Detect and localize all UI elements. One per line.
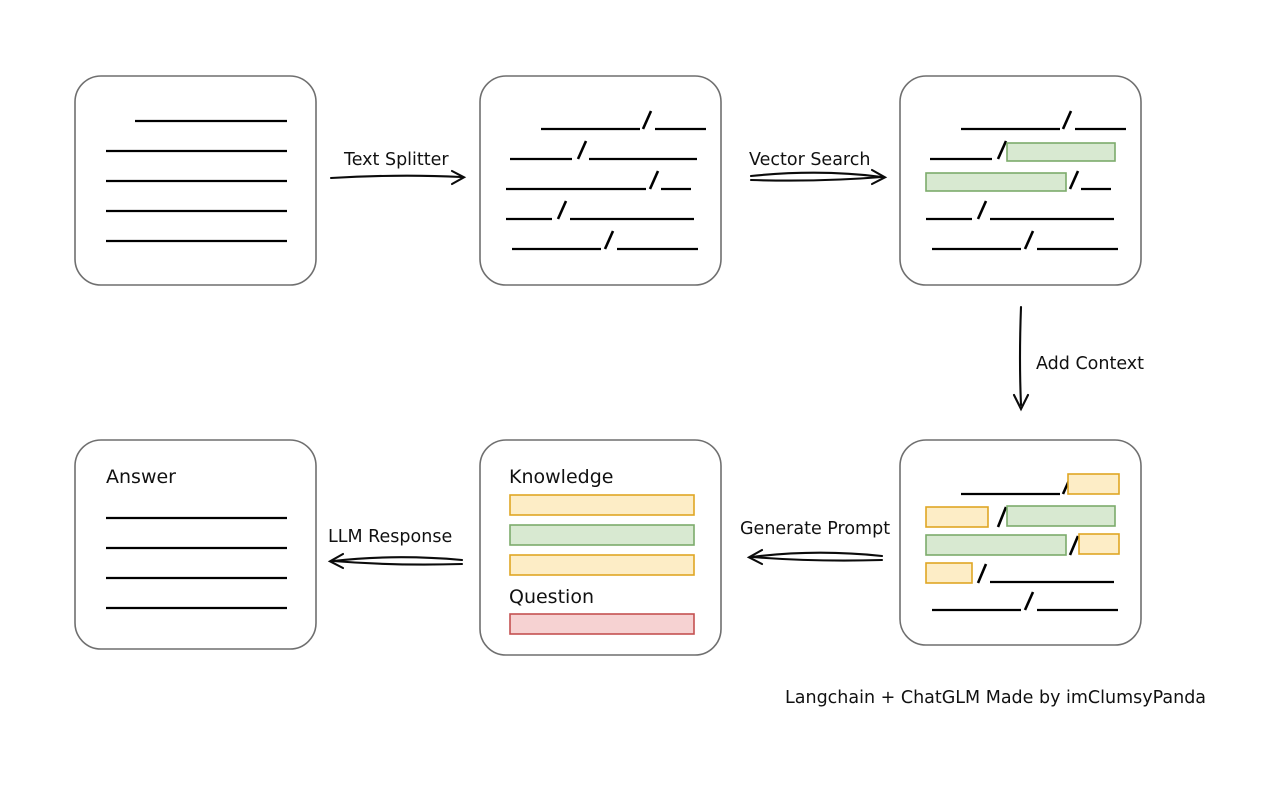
highlight-yellow-chunk	[1067, 473, 1120, 495]
source-document-card[interactable]	[74, 75, 317, 286]
source-document-lines	[106, 119, 287, 243]
answer-card[interactable]: Answer	[74, 439, 317, 650]
answer-lines	[106, 516, 287, 610]
edge-add-context: Add Context	[1012, 305, 1144, 412]
highlight-green-chunk	[1006, 142, 1116, 162]
vector-matched-chunks-lines	[925, 110, 1126, 251]
vector-matched-chunks-card[interactable]	[899, 75, 1142, 286]
prompt-card-outline	[479, 439, 722, 656]
question-bar-red	[509, 613, 695, 635]
highlight-yellow-chunk	[1078, 533, 1120, 555]
edge-vector-search: Vector Search	[749, 150, 888, 186]
credit-label: Langchain + ChatGLM Made by imClumsyPand…	[785, 688, 1206, 708]
knowledge-bar-yellow	[509, 494, 695, 516]
context-added-chunks-lines	[925, 473, 1120, 612]
answer-heading: Answer	[106, 466, 176, 488]
edge-label-vector-search: Vector Search	[749, 150, 870, 170]
prompt-knowledge-heading: Knowledge	[509, 466, 613, 488]
prompt-question-heading: Question	[509, 586, 594, 608]
edge-generate-prompt: Generate Prompt	[740, 519, 890, 566]
edge-label-generate-prompt: Generate Prompt	[740, 519, 890, 539]
knowledge-bar-green	[509, 524, 695, 546]
split-chunks-lines	[506, 110, 706, 251]
prompt-question-bars	[509, 613, 695, 635]
edge-text-splitter: Text Splitter	[329, 150, 467, 186]
split-chunks-card-outline	[479, 75, 722, 286]
highlight-green-chunk	[925, 172, 1067, 192]
context-added-chunks-card[interactable]	[899, 439, 1142, 646]
edge-label-llm-response: LLM Response	[328, 527, 452, 547]
highlight-yellow-chunk	[925, 562, 973, 584]
edge-label-add-context: Add Context	[1036, 354, 1144, 374]
prompt-knowledge-bars	[509, 494, 695, 576]
answer-card-outline	[74, 439, 317, 650]
prompt-card[interactable]: Knowledge Question	[479, 439, 722, 656]
highlight-green-chunk	[925, 534, 1067, 556]
split-chunks-card[interactable]	[479, 75, 722, 286]
highlight-yellow-chunk	[925, 506, 989, 528]
knowledge-bar-yellow	[509, 554, 695, 576]
edge-llm-response: LLM Response	[327, 527, 464, 570]
edge-label-text-splitter: Text Splitter	[343, 150, 449, 170]
highlight-green-chunk	[1006, 505, 1116, 527]
